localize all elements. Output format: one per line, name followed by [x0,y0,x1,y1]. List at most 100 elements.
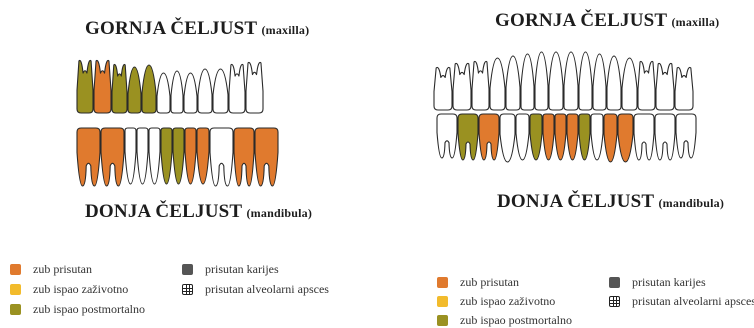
lower-teeth-row [435,114,745,164]
upper-jaw-title-main: GORNJA ČELJUST [495,10,667,31]
upper-teeth-row [75,55,285,113]
legend-swatch-lost-postmortem [437,315,448,326]
upper-tooth-6 [521,54,534,110]
lower-tooth-15 [655,114,675,160]
right-dental-chart: GORNJA ČELJUST (maxilla) DONJA ČELJUST (… [377,0,754,325]
lower-tooth-4 [500,114,515,162]
lower-jaw-title-main: DONJA ČELJUST [85,201,242,222]
legend-swatch-present [437,277,448,288]
lower-tooth-3 [125,128,136,184]
lower-tooth-2 [101,128,124,186]
upper-tooth-15 [656,63,674,110]
upper-tooth-13 [622,58,637,110]
upper-tooth-9 [198,69,212,113]
upper-tooth-6 [157,73,170,113]
upper-tooth-12 [607,56,621,110]
legend-swatch-abscess [182,284,193,295]
upper-jaw-title-main: GORNJA ČELJUST [85,18,257,39]
upper-teeth-row [432,50,742,110]
legend: zub prisutan zub ispao zaživotno zub isp… [10,262,370,322]
lower-tooth-5 [516,114,529,160]
upper-tooth-1 [77,61,93,113]
lower-tooth-10 [579,114,590,160]
legend-item-lost-antemortem: zub ispao zaživotno [10,282,128,297]
upper-tooth-9 [564,52,578,110]
upper-tooth-12 [246,62,263,113]
legend-item-abscess: prisutan alveolarni apsces [609,294,754,309]
lower-tooth-11 [591,114,603,160]
legend-item-lost-antemortem: zub ispao zaživotno [437,294,555,309]
lower-tooth-1 [77,128,100,186]
legend-item-lost-postmortem: zub ispao postmortalno [10,302,145,317]
legend-swatch-abscess [609,296,620,307]
lower-tooth-3 [479,114,499,160]
left-dental-chart: GORNJA ČELJUST (maxilla) DONJA ČELJUST (… [0,0,377,325]
lower-tooth-11 [234,128,254,186]
upper-tooth-16 [675,67,693,110]
upper-tooth-10 [213,69,228,113]
legend-label-caries: prisutan karijes [205,262,279,277]
legend-label-lost-antemortem: zub ispao zaživotno [33,282,128,297]
lower-tooth-12 [604,114,617,162]
upper-jaw-title: GORNJA ČELJUST (maxilla) [85,18,309,40]
lower-tooth-12 [255,128,278,186]
upper-tooth-11 [593,54,606,110]
legend-swatch-lost-antemortem [10,284,21,295]
upper-tooth-8 [549,52,563,110]
lower-tooth-6 [530,114,542,160]
legend-label-present: zub prisutan [33,262,92,277]
upper-jaw-title-sub: (maxilla) [261,23,309,37]
upper-tooth-3 [472,61,489,110]
legend-item-caries: prisutan karijes [182,262,279,277]
legend-swatch-caries [609,277,620,288]
legend-label-abscess: prisutan alveolarni apsces [632,294,754,309]
upper-tooth-1 [434,67,452,110]
lower-tooth-14 [634,114,654,160]
lower-jaw-title-sub: (mandibula) [658,196,724,210]
legend-swatch-caries [182,264,193,275]
lower-tooth-16 [676,114,696,158]
lower-tooth-1 [437,114,457,158]
lower-tooth-9 [197,128,209,184]
legend-label-lost-postmortem: zub ispao postmortalno [33,302,145,317]
legend-label-lost-antemortem: zub ispao zaživotno [460,294,555,309]
legend-label-caries: prisutan karijes [632,275,706,290]
upper-tooth-5 [142,65,156,113]
legend-item-lost-postmortem: zub ispao postmortalno [437,313,572,328]
lower-tooth-7 [173,128,184,184]
legend-item-abscess: prisutan alveolarni apsces [182,282,329,297]
legend-swatch-lost-antemortem [437,296,448,307]
upper-tooth-3 [112,64,127,113]
upper-tooth-10 [579,52,592,110]
lower-tooth-9 [567,114,578,160]
upper-tooth-14 [638,61,655,110]
legend-label-lost-postmortem: zub ispao postmortalno [460,313,572,328]
lower-tooth-2 [458,114,478,160]
legend-label-abscess: prisutan alveolarni apsces [205,282,329,297]
upper-tooth-8 [184,73,197,113]
lower-tooth-7 [543,114,554,160]
lower-jaw-title-sub: (mandibula) [246,206,312,220]
legend-item-caries: prisutan karijes [609,275,706,290]
legend-label-present: zub prisutan [460,275,519,290]
lower-teeth-row [75,128,285,190]
lower-jaw-title: DONJA ČELJUST (mandibula) [497,191,724,213]
lower-tooth-8 [555,114,566,160]
lower-jaw-title: DONJA ČELJUST (mandibula) [85,201,312,223]
upper-tooth-2 [453,63,471,110]
upper-jaw-title-sub: (maxilla) [671,15,719,29]
lower-tooth-4 [137,128,148,184]
upper-tooth-7 [171,71,183,113]
legend-item-present: zub prisutan [437,275,519,290]
lower-jaw-title-main: DONJA ČELJUST [497,191,654,212]
lower-tooth-5 [149,128,160,184]
legend-swatch-present [10,264,21,275]
upper-tooth-4 [490,58,505,110]
legend-item-present: zub prisutan [10,262,92,277]
upper-tooth-2 [94,61,111,113]
legend-swatch-lost-postmortem [10,304,21,315]
lower-tooth-10 [210,128,233,186]
legend: zub prisutan zub ispao zaživotno zub isp… [437,275,754,325]
upper-tooth-5 [506,56,520,110]
lower-tooth-8 [185,128,196,184]
